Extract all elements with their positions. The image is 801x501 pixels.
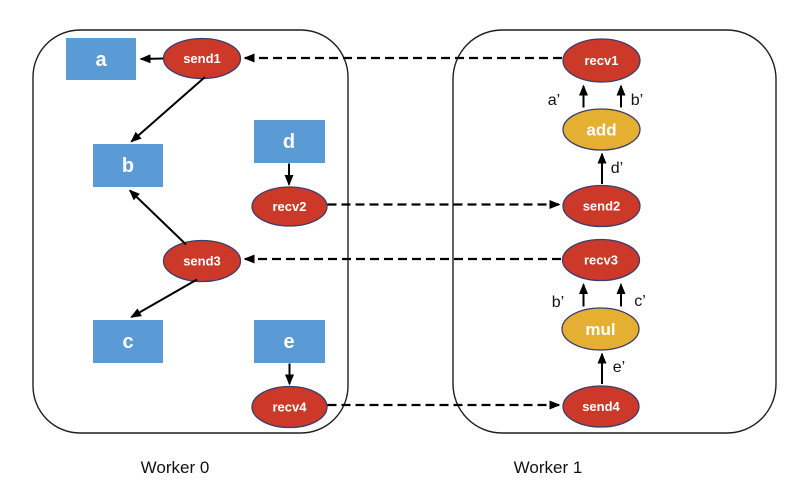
worker0-label: Worker 0 [141,458,210,477]
arrow-send1-to-b [130,76,206,143]
node-recv1-label: recv1 [585,53,619,68]
box-a [66,38,136,80]
cross-worker-connections [243,53,562,410]
node-mul [561,307,640,351]
box-c [93,320,163,363]
edge-label-d-prime: d’ [611,160,623,177]
node-recv3-label: recv3 [584,253,618,268]
node-recv4-label: recv4 [273,400,308,415]
edge-label-a-prime: a’ [548,92,560,109]
box-b-label: b [122,155,134,177]
node-send2 [562,184,641,228]
worker1-label: Worker 1 [514,458,583,477]
box-d [254,120,325,163]
box-e [254,320,325,363]
node-recv4 [251,385,328,429]
worker1-container [452,29,777,434]
box-a-label: a [95,49,107,71]
box-e-label: e [283,331,294,353]
node-recv2-label: recv2 [273,199,307,214]
node-send1-label: send1 [183,51,221,66]
node-send4-label: send4 [582,399,620,414]
box-d-label: d [283,131,295,153]
worker1-panel: recv1 add send2 recv3 mul send4 a’ b’ d’… [452,29,777,477]
box-c-label: c [122,331,133,353]
edge-label-b-prime-mid: b’ [552,294,564,311]
node-recv3 [561,238,641,282]
worker0-container [32,29,349,434]
arrow-send3-to-c [130,278,198,318]
node-recv2 [251,186,328,227]
node-send3 [162,239,242,283]
node-send2-label: send2 [583,199,621,214]
node-recv1 [562,38,641,83]
edge-label-b-prime-top: b’ [631,92,643,109]
edge-label-e-prime: e’ [613,359,625,376]
node-send4 [562,385,640,428]
node-send3-label: send3 [183,254,221,269]
box-b [93,144,163,187]
arrow-send3-to-b [128,189,187,246]
node-mul-label: mul [585,320,615,339]
worker0-panel: a b c d e send1 recv2 send3 recv4 Worker… [32,29,349,477]
node-add [562,108,641,151]
arrow-send1-to-a [139,54,164,64]
edge-label-c-prime: c’ [634,293,646,310]
node-add-label: add [586,121,616,140]
